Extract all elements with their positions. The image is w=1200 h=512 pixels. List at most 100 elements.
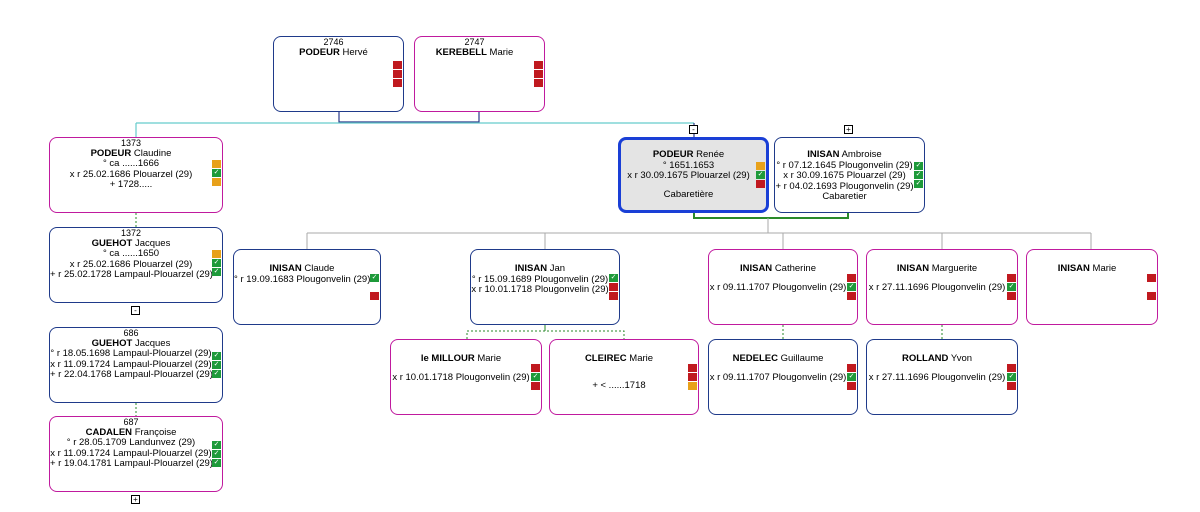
source-flag-check: ✓ [531, 373, 540, 381]
person-card-687[interactable]: 687 CADALEN Françoise ° r 28.05.1709 Lan… [49, 416, 223, 492]
surname: GUEHOT [91, 337, 133, 349]
source-flag-check: ✓ [914, 171, 923, 179]
person-card-jan[interactable]: INISAN Jan ° r 15.09.1689 Plougonvelin (… [470, 249, 620, 325]
person-name: PODEUR Renée [621, 149, 766, 161]
source-flags: ✓✓ [212, 250, 221, 276]
expand-toggle-687[interactable]: + [131, 495, 140, 504]
surname: ROLLAND [901, 353, 949, 364]
birth-line: ° r 19.09.1683 Plougonvelin (29) [234, 273, 371, 285]
surname: INISAN [807, 149, 840, 160]
source-flags: ✓ [1007, 364, 1016, 390]
birth-line: ° r 18.05.1698 Lampaul-Plouarzel (29) [50, 348, 212, 359]
source-flags: ✓ [609, 274, 618, 300]
person-name: INISAN Marie [1027, 263, 1157, 275]
death-line: + r 22.04.1768 Lampaul-Plouarzel (29) [50, 369, 213, 380]
given-name: Françoise [134, 426, 177, 438]
given-name: Jan [549, 263, 566, 274]
source-flag-red [756, 180, 765, 188]
source-flag-orange [756, 162, 765, 170]
given-name: Marie [477, 353, 502, 364]
person-card-nedelec[interactable]: NEDELEC Guillaume x r 09.11.1707 Plougon… [708, 339, 858, 415]
source-flag-red [531, 382, 540, 390]
marriage-line: x r 30.09.1675 Plouarzel (29) [783, 170, 906, 181]
source-flag-check: ✓ [212, 361, 221, 369]
collapse-toggle-1372[interactable]: - [131, 306, 140, 315]
source-flag-red [1007, 292, 1016, 300]
person-card-marie-inisan[interactable]: INISAN Marie [1026, 249, 1158, 325]
source-flag-red [370, 292, 379, 300]
person-card-rolland[interactable]: ROLLAND Yvon x r 27.11.1696 Plougonvelin… [866, 339, 1018, 415]
person-card-renee-selected[interactable]: PODEUR Renée ° 1651.1653 x r 30.09.1675 … [618, 137, 769, 213]
source-flag-red [1007, 382, 1016, 390]
source-flag-check: ✓ [212, 268, 221, 276]
surname: le MILLOUR [420, 353, 475, 364]
given-name: Marguerite [931, 263, 978, 274]
surname: PODEUR [652, 149, 694, 160]
source-flag-red [847, 274, 856, 282]
given-name: Yvon [950, 353, 973, 364]
marriage-line: x r 27.11.1696 Plougonvelin (29) [868, 371, 1006, 383]
given-name: Catherine [774, 263, 817, 274]
death-line: + r 19.04.1781 Lampaul-Plouarzel (29) [50, 458, 213, 469]
person-card-2746[interactable]: 2746 PODEUR Hervé [273, 36, 404, 112]
source-flag-check: ✓ [212, 370, 221, 378]
expand-toggle-ambroise[interactable]: + [844, 125, 853, 134]
source-flag-red [1147, 274, 1156, 282]
person-card-millour[interactable]: le MILLOUR Marie x r 10.01.1718 Plougonv… [390, 339, 542, 415]
source-flag-red [534, 79, 543, 87]
source-flag-red [393, 70, 402, 78]
person-card-686[interactable]: 686 GUEHOT Jacques ° r 18.05.1698 Lampau… [49, 327, 223, 403]
marriage-line: x r 27.11.1696 Plougonvelin (29) [868, 281, 1006, 293]
person-number: 2747 [464, 37, 485, 47]
source-flag-check: ✓ [756, 171, 765, 179]
source-flag-red [1147, 292, 1156, 300]
death-line: + r 25.02.1728 Lampaul-Plouarzel (29) [50, 269, 213, 280]
person-card-1373[interactable]: 1373 PODEUR Claudine ° ca ......1666 x r… [49, 137, 223, 213]
marriage-line: x r 09.11.1707 Plougonvelin (29) [709, 281, 847, 293]
person-number: 1372 [120, 228, 142, 238]
source-flag-check: ✓ [370, 274, 379, 282]
surname: PODEUR [90, 147, 132, 159]
marriage-line: x r 30.09.1675 Plouarzel (29) [627, 170, 750, 181]
person-number: 686 [123, 328, 139, 338]
person-card-catherine[interactable]: INISAN Catherine x r 09.11.1707 Plougonv… [708, 249, 858, 325]
person-name: CADALEN Françoise [50, 426, 222, 439]
person-card-claude[interactable]: INISAN Claude ° r 19.09.1683 Plougonveli… [233, 249, 381, 325]
person-name: le MILLOUR Marie [391, 353, 541, 365]
person-card-marguerite[interactable]: INISAN Marguerite x r 27.11.1696 Plougon… [866, 249, 1018, 325]
person-name: INISAN Claude [234, 263, 380, 275]
occupation: Cabaretière [663, 188, 714, 200]
source-flags: ✓ [756, 162, 765, 188]
source-flag-check: ✓ [1007, 373, 1016, 381]
source-flag-red [688, 364, 697, 372]
source-flag-red [393, 61, 402, 69]
source-flag-check: ✓ [1007, 283, 1016, 291]
birth-line: ° ca ......1666 [102, 158, 160, 169]
collapse-toggle-renee[interactable]: - [689, 125, 698, 134]
person-card-ambroise[interactable]: INISAN Ambroise ° r 07.12.1645 Plougonve… [774, 137, 925, 213]
source-flag-orange [688, 382, 697, 390]
source-flags: ✓✓✓ [212, 352, 221, 378]
given-name: Ambroise [841, 149, 882, 160]
person-name: KEREBELL Marie [415, 46, 544, 59]
person-name: GUEHOT Jacques [50, 237, 222, 250]
source-flag-red [393, 79, 402, 87]
surname: CADALEN [85, 426, 133, 438]
person-card-2747[interactable]: 2747 KEREBELL Marie [414, 36, 545, 112]
source-flag-check: ✓ [212, 459, 221, 467]
jan-spouse-line [466, 330, 625, 339]
given-name: Renée [696, 149, 725, 160]
surname: GUEHOT [91, 237, 133, 249]
couple-line-2746-2747 [338, 112, 480, 123]
source-flags: ✓✓✓ [914, 162, 923, 188]
person-name: NEDELEC Guillaume [709, 353, 857, 365]
source-flag-check: ✓ [212, 450, 221, 458]
marriage-line: x r 11.09.1724 Lampaul-Plouarzel (29) [50, 358, 212, 370]
surname: KEREBELL [435, 46, 487, 58]
birth-line: ° ca ......1650 [102, 248, 160, 259]
source-flag-red [531, 364, 540, 372]
person-card-1372[interactable]: 1372 GUEHOT Jacques ° ca ......1650 x r … [49, 227, 223, 303]
person-card-cleirec[interactable]: CLEIREC Marie + < ......1718 [549, 339, 699, 415]
source-flag-orange [212, 160, 221, 168]
source-flags: ✓✓✓ [212, 441, 221, 467]
